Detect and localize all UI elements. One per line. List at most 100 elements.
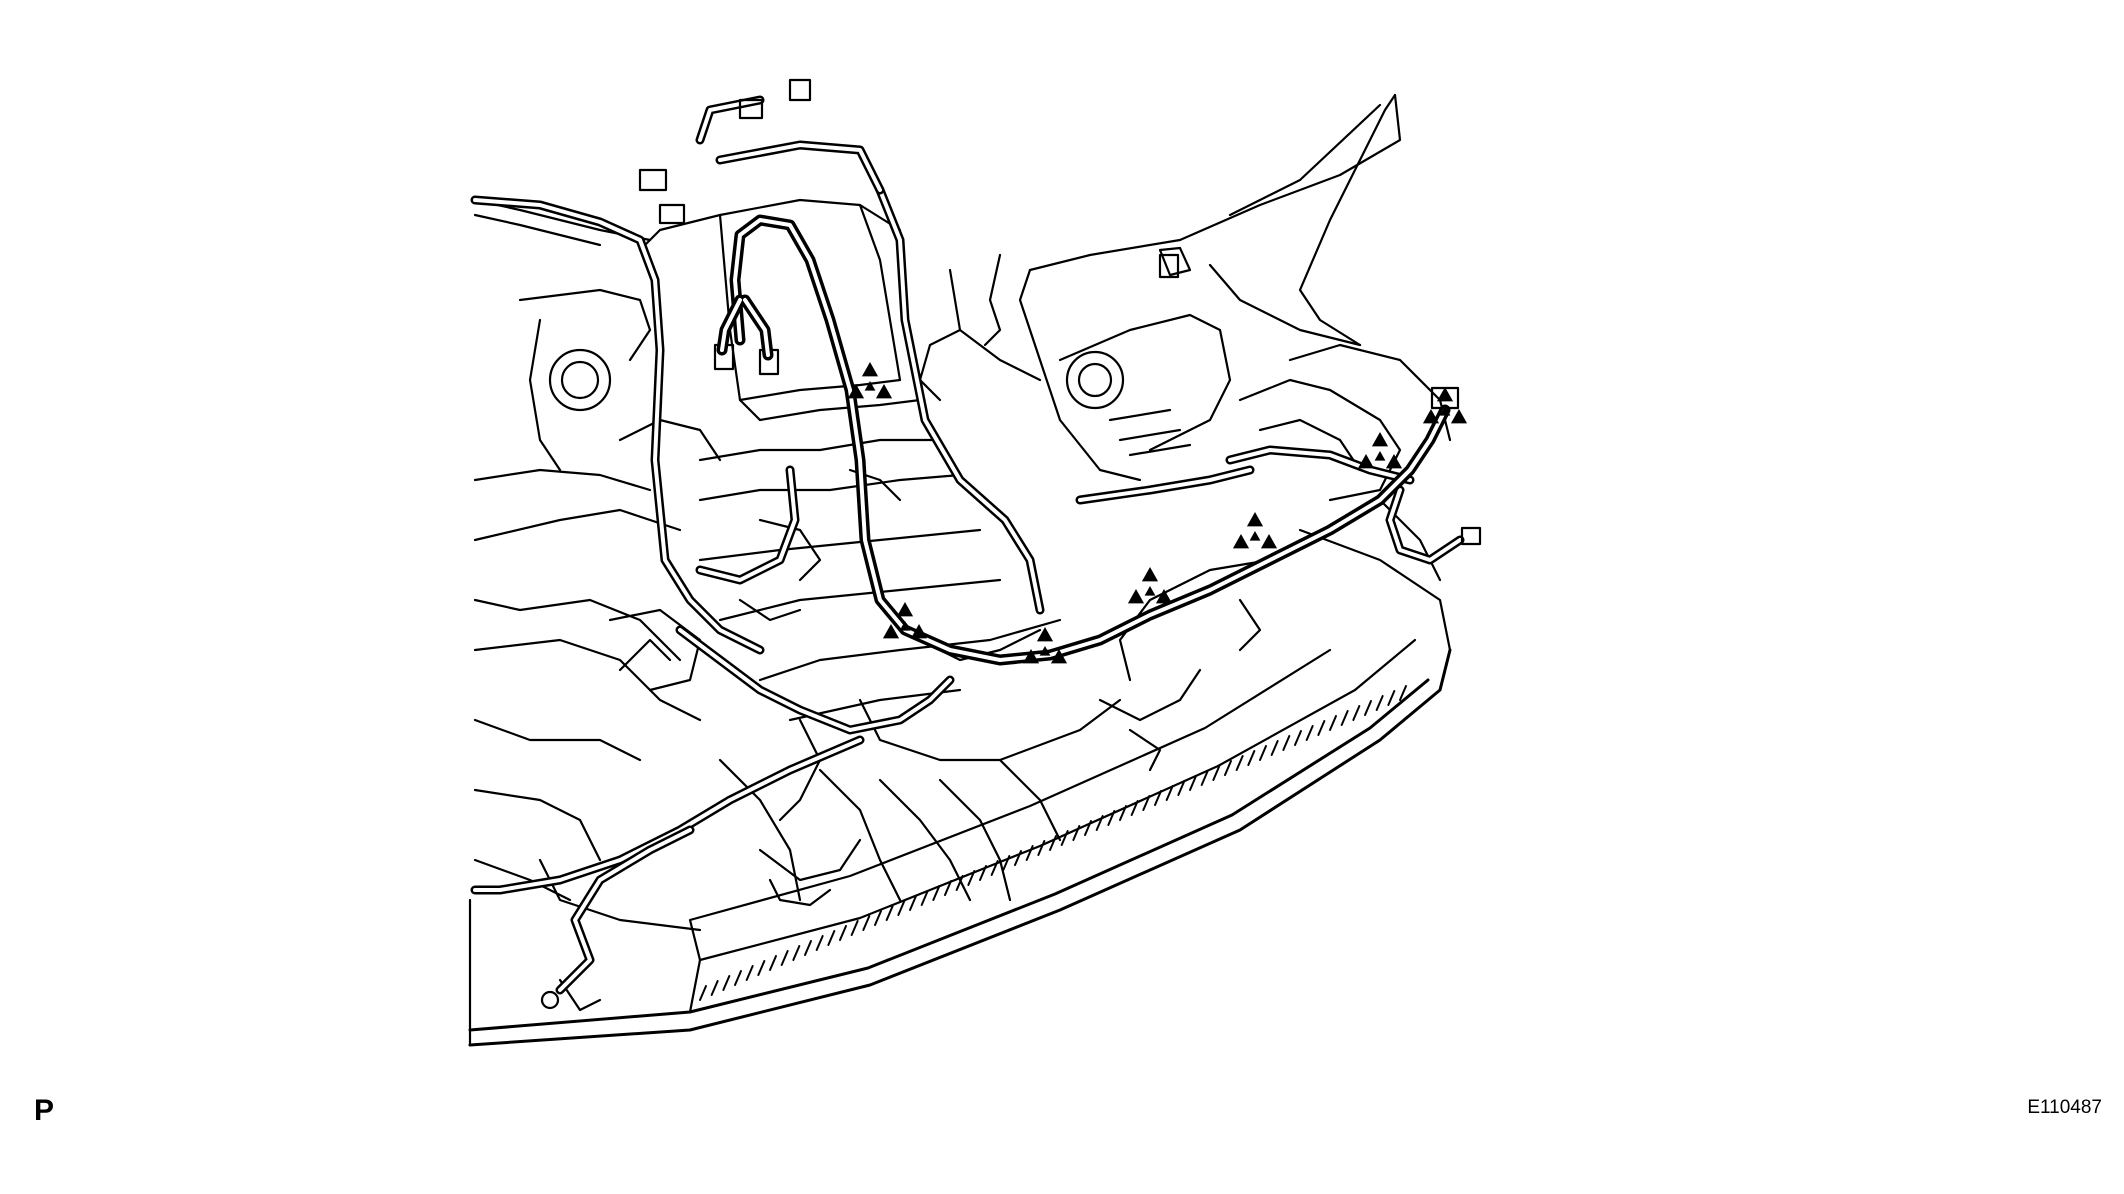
vent-hatch-line bbox=[792, 945, 801, 961]
figure-code: E110487 bbox=[2027, 1097, 2102, 1118]
vent-hatch-line bbox=[722, 975, 731, 991]
clamp-triangle bbox=[1141, 567, 1159, 582]
vent-hatch-line bbox=[815, 935, 824, 951]
vent-hatch-line bbox=[1189, 775, 1197, 791]
view-label: P bbox=[34, 1094, 55, 1127]
clamp-marker bbox=[1357, 432, 1403, 469]
vent-hatch-line bbox=[1317, 720, 1326, 736]
vent-hatch-line bbox=[1294, 730, 1302, 746]
clamp-marker bbox=[1127, 567, 1173, 604]
vent-hatch-line bbox=[885, 905, 894, 921]
vent-hatch-line bbox=[1212, 765, 1221, 781]
vent-hatch-line bbox=[1200, 770, 1209, 786]
clamp-triangle bbox=[1155, 589, 1173, 604]
vent-hatch-line bbox=[1329, 715, 1337, 731]
clamp-triangle bbox=[1357, 454, 1375, 469]
vent-hatch-line bbox=[1142, 795, 1151, 811]
vent-hatch-line bbox=[1387, 690, 1396, 706]
vent-hatch-line bbox=[1025, 845, 1034, 861]
vent-hatch-line bbox=[909, 895, 917, 911]
connector-upper-left bbox=[638, 168, 668, 192]
vent-hatch-line bbox=[1352, 705, 1361, 721]
clamp-triangle bbox=[1374, 451, 1386, 461]
vent-hatch-line bbox=[734, 970, 742, 986]
clamp-markers bbox=[847, 362, 1468, 664]
clamp-triangle bbox=[1436, 387, 1454, 402]
passenger-side-structure bbox=[918, 93, 1452, 682]
panel-lower-edge bbox=[468, 528, 1452, 1047]
clamp-marker bbox=[1232, 512, 1278, 549]
clamp-triangle bbox=[1385, 454, 1403, 469]
vent-hatch-line bbox=[1259, 745, 1267, 761]
clamp-triangle bbox=[899, 621, 911, 631]
clamp-triangle bbox=[1439, 406, 1451, 416]
vent-hatch-line bbox=[1235, 755, 1244, 771]
clamp-triangle bbox=[1127, 589, 1145, 604]
clamp-triangle bbox=[875, 384, 893, 399]
background-wiring bbox=[470, 95, 1465, 995]
vent-hatch-line bbox=[827, 930, 836, 946]
clamp-triangle bbox=[1050, 649, 1068, 664]
clamp-marker bbox=[1422, 387, 1468, 424]
vent-hatch-line bbox=[1305, 725, 1314, 741]
vent-hatch-line bbox=[944, 880, 952, 896]
vent-hatch-line bbox=[1270, 740, 1279, 756]
vent-hatch-line bbox=[1130, 800, 1139, 816]
clamp-triangle bbox=[1246, 512, 1264, 527]
vent-hatch-line bbox=[1107, 810, 1116, 826]
vent-hatch-line bbox=[862, 915, 871, 931]
vent-hatch-line bbox=[967, 870, 976, 886]
vent-hatch-line bbox=[710, 980, 719, 996]
vent-hatch-line bbox=[1375, 695, 1384, 711]
connector-airbag bbox=[1158, 253, 1180, 279]
clamp-triangle bbox=[1144, 586, 1156, 596]
vent-hatch-line bbox=[1072, 825, 1081, 841]
vent-hatch-line bbox=[1060, 830, 1069, 846]
vent-hatch-line bbox=[1224, 760, 1232, 776]
connector-right-small bbox=[1460, 526, 1482, 546]
vent-hatch-line bbox=[1154, 790, 1162, 806]
vent-hatch-line bbox=[769, 955, 777, 971]
vent-hatch-line bbox=[932, 885, 941, 901]
clamp-marker bbox=[1022, 627, 1068, 664]
vent-hatch-line bbox=[839, 925, 847, 941]
vent-hatch-line bbox=[757, 960, 766, 976]
vent-hatch-line bbox=[745, 965, 754, 981]
vent-hatch-line bbox=[897, 900, 906, 916]
vent-hatch-line bbox=[990, 860, 999, 876]
clamp-triangle bbox=[896, 602, 914, 617]
connector-top-left bbox=[738, 98, 764, 120]
vent-hatch-line bbox=[1014, 850, 1022, 866]
clamp-triangle bbox=[1022, 649, 1040, 664]
clamp-marker bbox=[882, 602, 928, 639]
vent-hatch-line bbox=[1177, 780, 1186, 796]
clamp-triangle bbox=[1036, 627, 1054, 642]
highlighted-wire-harness bbox=[716, 214, 1451, 666]
vent-hatch-line bbox=[1340, 710, 1349, 726]
clamp-triangle bbox=[1260, 534, 1278, 549]
vent-hatch-line bbox=[1002, 855, 1011, 871]
clamp-triangle bbox=[847, 384, 865, 399]
vent-hatch-line bbox=[1247, 750, 1256, 766]
vent-hatch-line bbox=[955, 875, 964, 891]
clamp-triangle bbox=[910, 624, 928, 639]
vent-hatch-line bbox=[1119, 805, 1127, 821]
vent-hatch-line bbox=[1095, 815, 1104, 831]
vent-hatch-line bbox=[1165, 785, 1174, 801]
clamp-triangle bbox=[1039, 646, 1051, 656]
clamp-triangle bbox=[882, 624, 900, 639]
connector-left-mid bbox=[658, 203, 686, 225]
vent-hatch-line bbox=[1399, 685, 1407, 701]
clamp-triangle bbox=[861, 362, 879, 377]
clamp-triangle bbox=[1232, 534, 1250, 549]
vent-hatch-strip bbox=[699, 685, 1407, 1001]
vent-hatch-line bbox=[850, 920, 859, 936]
vent-hatch-line bbox=[1084, 820, 1092, 836]
clamp-triangle bbox=[864, 381, 876, 391]
vent-hatch-line bbox=[920, 890, 929, 906]
vent-hatch-line bbox=[780, 950, 789, 966]
vent-hatch-line bbox=[699, 985, 707, 1001]
connector-top-right bbox=[788, 78, 812, 102]
clamp-triangle bbox=[1422, 409, 1440, 424]
